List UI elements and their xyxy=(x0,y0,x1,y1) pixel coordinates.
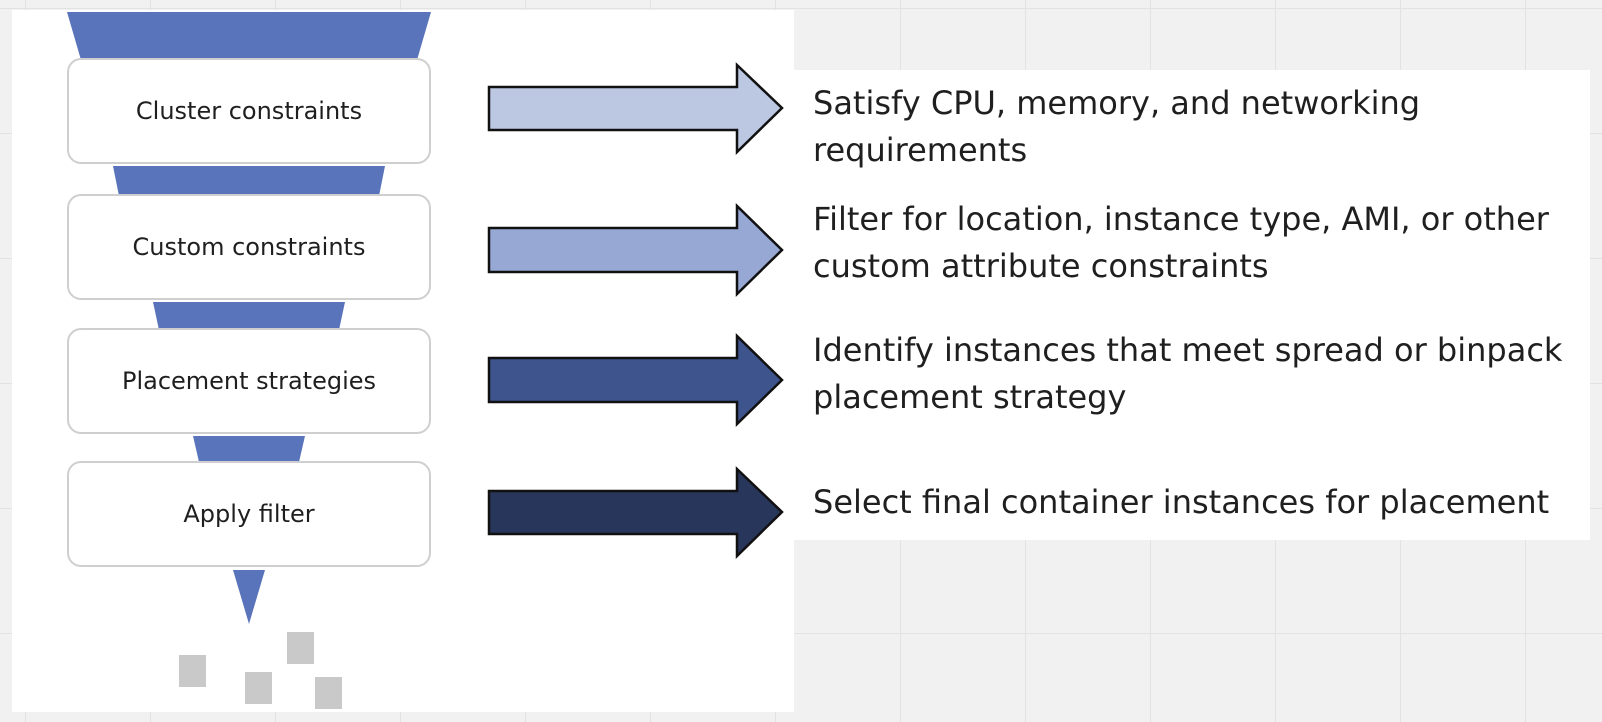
stage-label: Apply filter xyxy=(183,500,315,528)
description-panel xyxy=(794,70,1590,540)
result-square-4 xyxy=(315,677,342,709)
funnel-segment-1 xyxy=(67,12,431,60)
funnel-tip xyxy=(233,570,265,624)
stage-box-placement-strategies: Placement strategies xyxy=(67,328,431,434)
description-placement-strategies: Identify instances that meet spread or b… xyxy=(813,331,1563,416)
stage-box-cluster-constraints: Cluster constraints xyxy=(67,58,431,164)
funnel-segment-4 xyxy=(193,436,305,462)
stage-box-custom-constraints: Custom constraints xyxy=(67,194,431,300)
description-apply-filter: Select final container instances for pla… xyxy=(813,483,1550,521)
result-square-3 xyxy=(245,672,272,704)
arrow-4 xyxy=(487,466,784,559)
description-custom-constraints: Filter for location, instance type, AMI,… xyxy=(813,200,1549,285)
arrow-1 xyxy=(487,62,784,155)
stage-label: Cluster constraints xyxy=(135,97,363,125)
arrow-2 xyxy=(487,203,784,297)
arrow-3 xyxy=(487,333,784,427)
stage-label: Custom constraints xyxy=(132,233,366,261)
stage-box-apply-filter: Apply filter xyxy=(67,461,431,567)
description-cluster-constraints: Satisfy CPU, memory, and networking requ… xyxy=(813,84,1421,169)
stage-label: Placement strategies xyxy=(121,367,377,395)
funnel-segment-2 xyxy=(113,166,385,196)
funnel-segment-3 xyxy=(153,302,345,330)
result-square-2 xyxy=(287,632,314,664)
result-square-1 xyxy=(179,655,206,687)
